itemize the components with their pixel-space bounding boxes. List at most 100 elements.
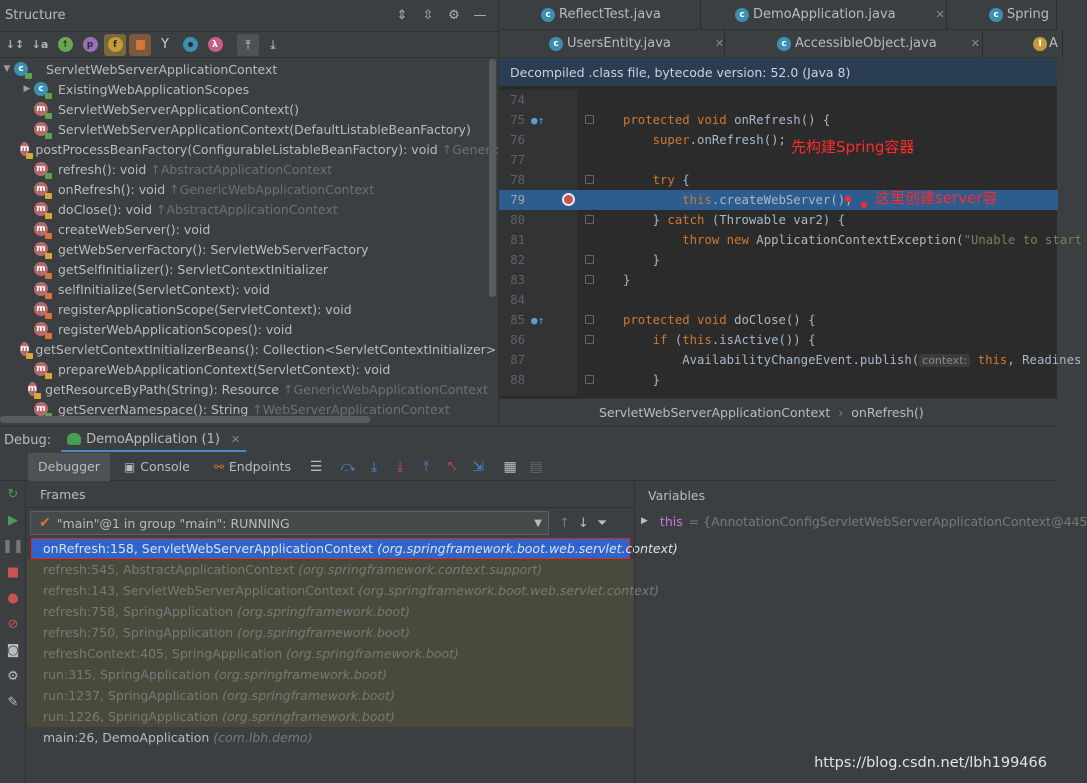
gear-icon[interactable]: ⚙ bbox=[448, 8, 460, 23]
tab-console[interactable]: ▣Console bbox=[123, 459, 190, 474]
view-breakpoints-icon[interactable]: ● bbox=[7, 590, 19, 606]
code-line-74[interactable]: 74 bbox=[510, 93, 525, 107]
frame-row[interactable]: refreshContext:405, SpringApplication(or… bbox=[27, 643, 634, 664]
tree-root[interactable]: ▼ c ServletWebServerApplicationContext bbox=[0, 59, 488, 79]
fold-icon[interactable] bbox=[585, 255, 594, 264]
sort-alphabetically-icon[interactable]: ↓a bbox=[31, 38, 49, 51]
fold-icon[interactable] bbox=[585, 335, 594, 344]
code-line-75[interactable]: 75 ●↑ protected void onRefresh() { bbox=[510, 113, 831, 127]
code-area[interactable]: 74 75 ●↑ protected void onRefresh() { 76… bbox=[499, 90, 1083, 396]
down-arrow-icon[interactable]: ↓ bbox=[577, 515, 589, 531]
filter-icon[interactable]: ⏷ bbox=[596, 515, 608, 531]
breakpoint-icon[interactable] bbox=[562, 193, 575, 206]
code-line-82[interactable]: 82 } bbox=[510, 253, 661, 267]
step-out-icon[interactable]: ⤣ bbox=[448, 458, 456, 475]
close-icon[interactable]: ✕ bbox=[970, 37, 980, 50]
tab-spring[interactable]: c Spring bbox=[947, 0, 1057, 29]
autoscroll-to-source-icon[interactable]: ⤒ bbox=[237, 33, 259, 56]
fold-icon[interactable] bbox=[585, 115, 594, 124]
override-icon[interactable]: ●↑ bbox=[531, 313, 545, 327]
code-line-86[interactable]: 86 if (this.isActive()) { bbox=[510, 333, 816, 347]
show-properties-icon[interactable]: p bbox=[79, 34, 101, 56]
expand-arrow-icon[interactable]: ▶ bbox=[23, 84, 31, 94]
tab-a[interactable]: I A bbox=[983, 30, 1063, 57]
menu-icon[interactable]: ☰ bbox=[309, 458, 323, 475]
debug-session-tab[interactable]: DemoApplication (1) ✕ bbox=[61, 428, 247, 452]
code-line-85[interactable]: 85 ●↑ protected void doClose() { bbox=[510, 313, 816, 327]
fold-icon[interactable] bbox=[585, 175, 594, 184]
tab-debugger[interactable]: Debugger bbox=[28, 452, 110, 481]
fold-icon[interactable] bbox=[585, 375, 594, 384]
frame-row[interactable]: refresh:545, AbstractApplicationContext(… bbox=[27, 559, 634, 580]
frame-row[interactable]: run:315, SpringApplication(org.springfra… bbox=[27, 664, 634, 685]
minimize-icon[interactable]: — bbox=[473, 8, 487, 23]
code-line-83[interactable]: 83 } bbox=[510, 273, 631, 287]
show-anonymous-icon[interactable] bbox=[179, 34, 201, 56]
tab-demoapplication[interactable]: c DemoApplication.java ✕ bbox=[701, 0, 947, 29]
tab-endpoints[interactable]: ⚯Endpoints bbox=[213, 459, 292, 474]
code-line-77[interactable]: 77 bbox=[510, 153, 525, 167]
code-line-76[interactable]: 76 super.onRefresh(); bbox=[510, 133, 786, 147]
step-into-icon[interactable]: ⤒ bbox=[422, 458, 430, 475]
code-line-80[interactable]: 80 } catch (Throwable var2) { bbox=[510, 213, 846, 227]
breadcrumb-class[interactable]: ServletWebServerApplicationContext bbox=[599, 405, 831, 420]
code-line-81[interactable]: 81 throw new ApplicationContextException… bbox=[510, 233, 1083, 247]
show-inherited-icon[interactable]: ↑ bbox=[54, 34, 76, 56]
fold-icon[interactable] bbox=[585, 275, 594, 284]
structure-vertical-scrollbar[interactable] bbox=[489, 59, 496, 297]
evaluate-expression-icon[interactable]: ▦ bbox=[503, 458, 517, 475]
expand-arrow-icon[interactable]: ▶ bbox=[641, 516, 648, 526]
autoscroll-from-source-icon[interactable]: ⤓ bbox=[270, 36, 276, 52]
step-over-icon[interactable]: ⤓ bbox=[370, 458, 378, 475]
settings-icon[interactable]: ⚙ bbox=[7, 668, 19, 684]
thread-selector[interactable]: ✔ "main"@1 in group "main": RUNNING ▼ bbox=[30, 511, 549, 535]
code-line-88[interactable]: 88 } bbox=[510, 373, 661, 387]
resume-icon[interactable]: ▶ bbox=[8, 512, 18, 528]
expand-all-icon[interactable]: ⇕ bbox=[396, 8, 408, 23]
code-line-78[interactable]: 78 try { bbox=[510, 173, 690, 187]
frame-row[interactable]: main:26, DemoApplication(com.lbh.demo) bbox=[27, 727, 634, 748]
code-line-79-current[interactable]: 79 this.createWebServer(); bbox=[499, 190, 1058, 210]
pin-icon[interactable]: ✎ bbox=[7, 694, 19, 710]
tab-reflecttest[interactable]: c ReflectTest.java bbox=[499, 0, 701, 29]
frame-row[interactable]: run:1226, SpringApplication(org.springfr… bbox=[27, 706, 634, 727]
up-arrow-icon[interactable]: ↑ bbox=[559, 515, 570, 531]
camera-icon[interactable]: ◙ bbox=[6, 642, 20, 658]
rerun-icon[interactable]: ↻ bbox=[7, 486, 19, 502]
stop-icon[interactable]: ■ bbox=[6, 564, 20, 580]
collapse-arrow-icon[interactable]: ▼ bbox=[3, 64, 11, 74]
show-lambda-icon[interactable]: λ bbox=[204, 34, 226, 56]
force-step-into-icon[interactable]: ⤓ bbox=[396, 458, 404, 475]
show-execution-point-icon[interactable]: ⤼ bbox=[340, 458, 356, 475]
override-icon[interactable]: ●↑ bbox=[531, 113, 545, 127]
trace-icon[interactable]: ▤ bbox=[529, 458, 543, 475]
code-line-84[interactable]: 84 bbox=[510, 293, 525, 307]
tab-usersentity[interactable]: c UsersEntity.java ✕ bbox=[499, 30, 725, 57]
frame-row[interactable]: refresh:750, SpringApplication(org.sprin… bbox=[27, 622, 634, 643]
show-lambdas-icon[interactable]: Y bbox=[161, 37, 169, 52]
mute-breakpoints-icon[interactable]: ⊘ bbox=[7, 616, 19, 632]
frame-row[interactable]: refresh:143, ServletWebServerApplication… bbox=[27, 580, 659, 601]
show-non-public-icon[interactable] bbox=[129, 33, 151, 56]
fold-icon[interactable] bbox=[585, 315, 594, 324]
tab-accessibleobject[interactable]: c AccessibleObject.java ✕ bbox=[725, 30, 983, 57]
structure-horizontal-scrollbar[interactable] bbox=[0, 416, 370, 423]
close-icon[interactable]: ✕ bbox=[714, 37, 725, 50]
code-line-87[interactable]: 87 AvailabilityChangeEvent.publish(conte… bbox=[510, 353, 1082, 367]
pause-icon[interactable]: ❚❚ bbox=[2, 538, 24, 554]
frame-row[interactable]: run:1237, SpringApplication(org.springfr… bbox=[27, 685, 634, 706]
